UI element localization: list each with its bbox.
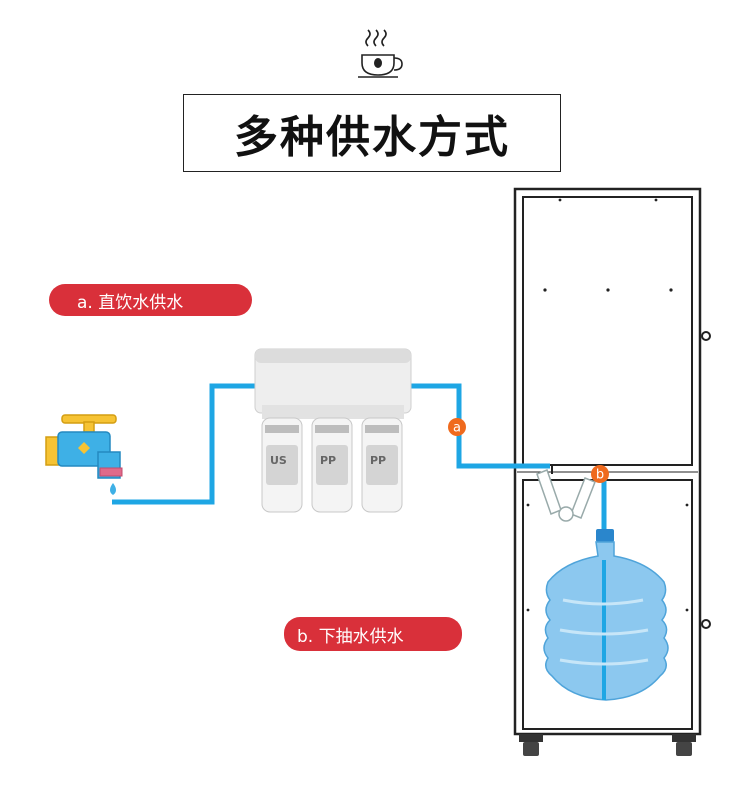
- water-filter-icon: [254, 348, 412, 513]
- marker-b: b: [591, 465, 609, 483]
- method-a-text: a. 直饮水供水: [77, 292, 184, 313]
- filter-label-1: US: [270, 454, 287, 467]
- marker-b-text: b: [596, 468, 604, 483]
- method-b-text: b. 下抽水供水: [297, 626, 404, 647]
- page-title: 多种供水方式: [234, 112, 510, 163]
- filter-label-2: PP: [320, 454, 336, 467]
- method-a-label: a. 直饮水供水: [49, 284, 252, 316]
- marker-a-text: a: [453, 421, 461, 436]
- hose-connector: [536, 469, 596, 522]
- title-box: 多种供水方式: [183, 94, 561, 172]
- method-b-label: b. 下抽水供水: [284, 617, 462, 651]
- marker-a: a: [448, 418, 466, 436]
- filter-label-3: PP: [370, 454, 386, 467]
- faucet-icon: [45, 414, 123, 495]
- water-bottle-icon: [543, 529, 669, 701]
